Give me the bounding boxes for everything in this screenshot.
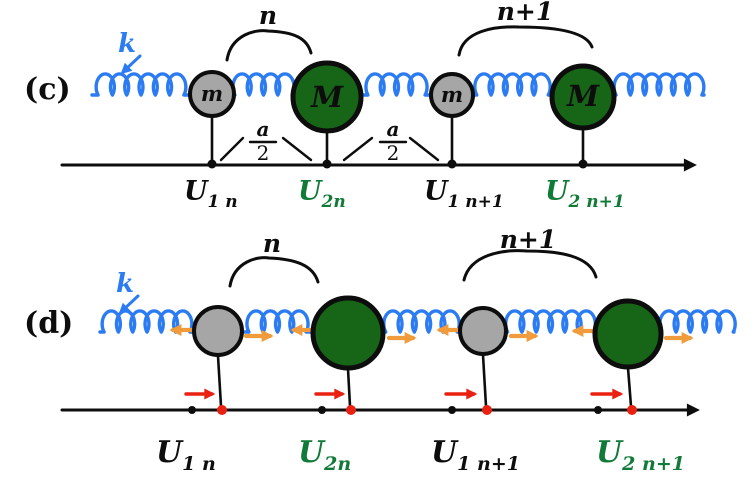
- position-stem: [216, 354, 223, 408]
- spacing-slash: [281, 136, 313, 162]
- coord-sub: 2 n+1: [621, 453, 685, 475]
- next-unit-cell-label: n+1: [500, 225, 557, 254]
- position-stem: [346, 367, 352, 408]
- fraction-numerator: a: [387, 117, 400, 141]
- panel-c-label: (c): [24, 72, 71, 107]
- coordinate-label: U2n: [298, 435, 351, 475]
- coord-base: U: [431, 435, 459, 470]
- spring-segment: [471, 72, 554, 97]
- next-unit-cell-label: n+1: [497, 0, 554, 26]
- k-pointer-arrow: [118, 294, 140, 315]
- next-unit-cell-brace: [462, 249, 598, 282]
- coord-sub: 2n: [321, 192, 346, 212]
- coord-base: U: [184, 176, 209, 207]
- coord-sub: 1 n: [182, 453, 216, 475]
- coordinate-label: U1 n: [156, 435, 216, 475]
- unit-cell-label: n: [259, 1, 277, 30]
- equilibrium-dot: [448, 406, 456, 414]
- coord-base: U: [298, 435, 326, 470]
- coordinate-label: U1 n+1: [431, 435, 520, 475]
- spring-segment: [612, 72, 706, 97]
- coordinate-label: U2n: [298, 176, 346, 212]
- coord-base: U: [298, 176, 323, 207]
- fraction-denominator: 2: [387, 141, 400, 165]
- spring-segment: [231, 72, 296, 97]
- spacing-slash: [408, 136, 440, 162]
- panel-d-label: (d): [24, 306, 73, 341]
- spring-segment: [658, 309, 737, 334]
- equilibrium-dot: [318, 406, 326, 414]
- equilibrium-dot: [188, 406, 196, 414]
- small-mass: [458, 306, 508, 356]
- coord-base: U: [156, 435, 184, 470]
- spring-segment: [381, 309, 462, 334]
- half-spacing-fraction: a 2: [248, 117, 278, 165]
- coordinate-label: U2 n+1: [545, 176, 625, 212]
- displaced-dot: [627, 405, 637, 415]
- next-unit-cell-brace: [457, 25, 594, 57]
- spring-segment: [90, 72, 192, 97]
- coord-base: U: [596, 435, 624, 470]
- coord-sub: 1 n+1: [457, 453, 520, 475]
- spacing-slash: [342, 136, 374, 162]
- spring-constant-label: k: [118, 29, 136, 59]
- coordinate-label: U1 n+1: [424, 176, 504, 212]
- large-mass: [592, 298, 664, 370]
- displaced-dot: [346, 405, 356, 415]
- coord-base: U: [424, 176, 449, 207]
- displaced-dot: [217, 405, 227, 415]
- fraction-denominator: 2: [257, 141, 270, 165]
- displaced-dot: [482, 405, 492, 415]
- small-mass-label: m: [201, 81, 223, 106]
- fraction-numerator: a: [257, 117, 270, 141]
- coordinate-label: U2 n+1: [596, 435, 685, 475]
- unit-cell-brace: [225, 29, 313, 62]
- unit-cell-brace: [228, 256, 320, 288]
- spacing-slash: [219, 136, 245, 162]
- coord-sub: 2n: [323, 453, 351, 475]
- panel-d: (d) k n n+1: [24, 225, 737, 475]
- coord-sub: 2 n+1: [568, 192, 625, 212]
- spring-segment: [503, 309, 598, 334]
- spring-segment: [240, 309, 315, 334]
- coord-base: U: [545, 176, 570, 207]
- coord-sub: 1 n: [208, 192, 238, 212]
- equilibrium-dot: [594, 406, 602, 414]
- coord-sub: 1 n+1: [448, 192, 504, 212]
- spring-segment: [360, 72, 433, 97]
- half-spacing-fraction: a 2: [378, 117, 408, 165]
- panel-c: (c) k n n+1 m M m M: [24, 0, 706, 212]
- unit-cell-label: n: [263, 229, 281, 258]
- large-mass-label: M: [566, 79, 600, 113]
- position-stem: [626, 366, 633, 408]
- k-pointer-arrow: [120, 54, 142, 75]
- small-mass: [192, 305, 244, 357]
- coordinate-label: U1 n: [184, 176, 238, 212]
- large-mass-label: M: [310, 80, 344, 114]
- position-stem: [481, 353, 488, 408]
- spring-constant-label: k: [116, 269, 134, 299]
- small-mass-label: m: [441, 82, 463, 107]
- large-mass: [310, 295, 386, 371]
